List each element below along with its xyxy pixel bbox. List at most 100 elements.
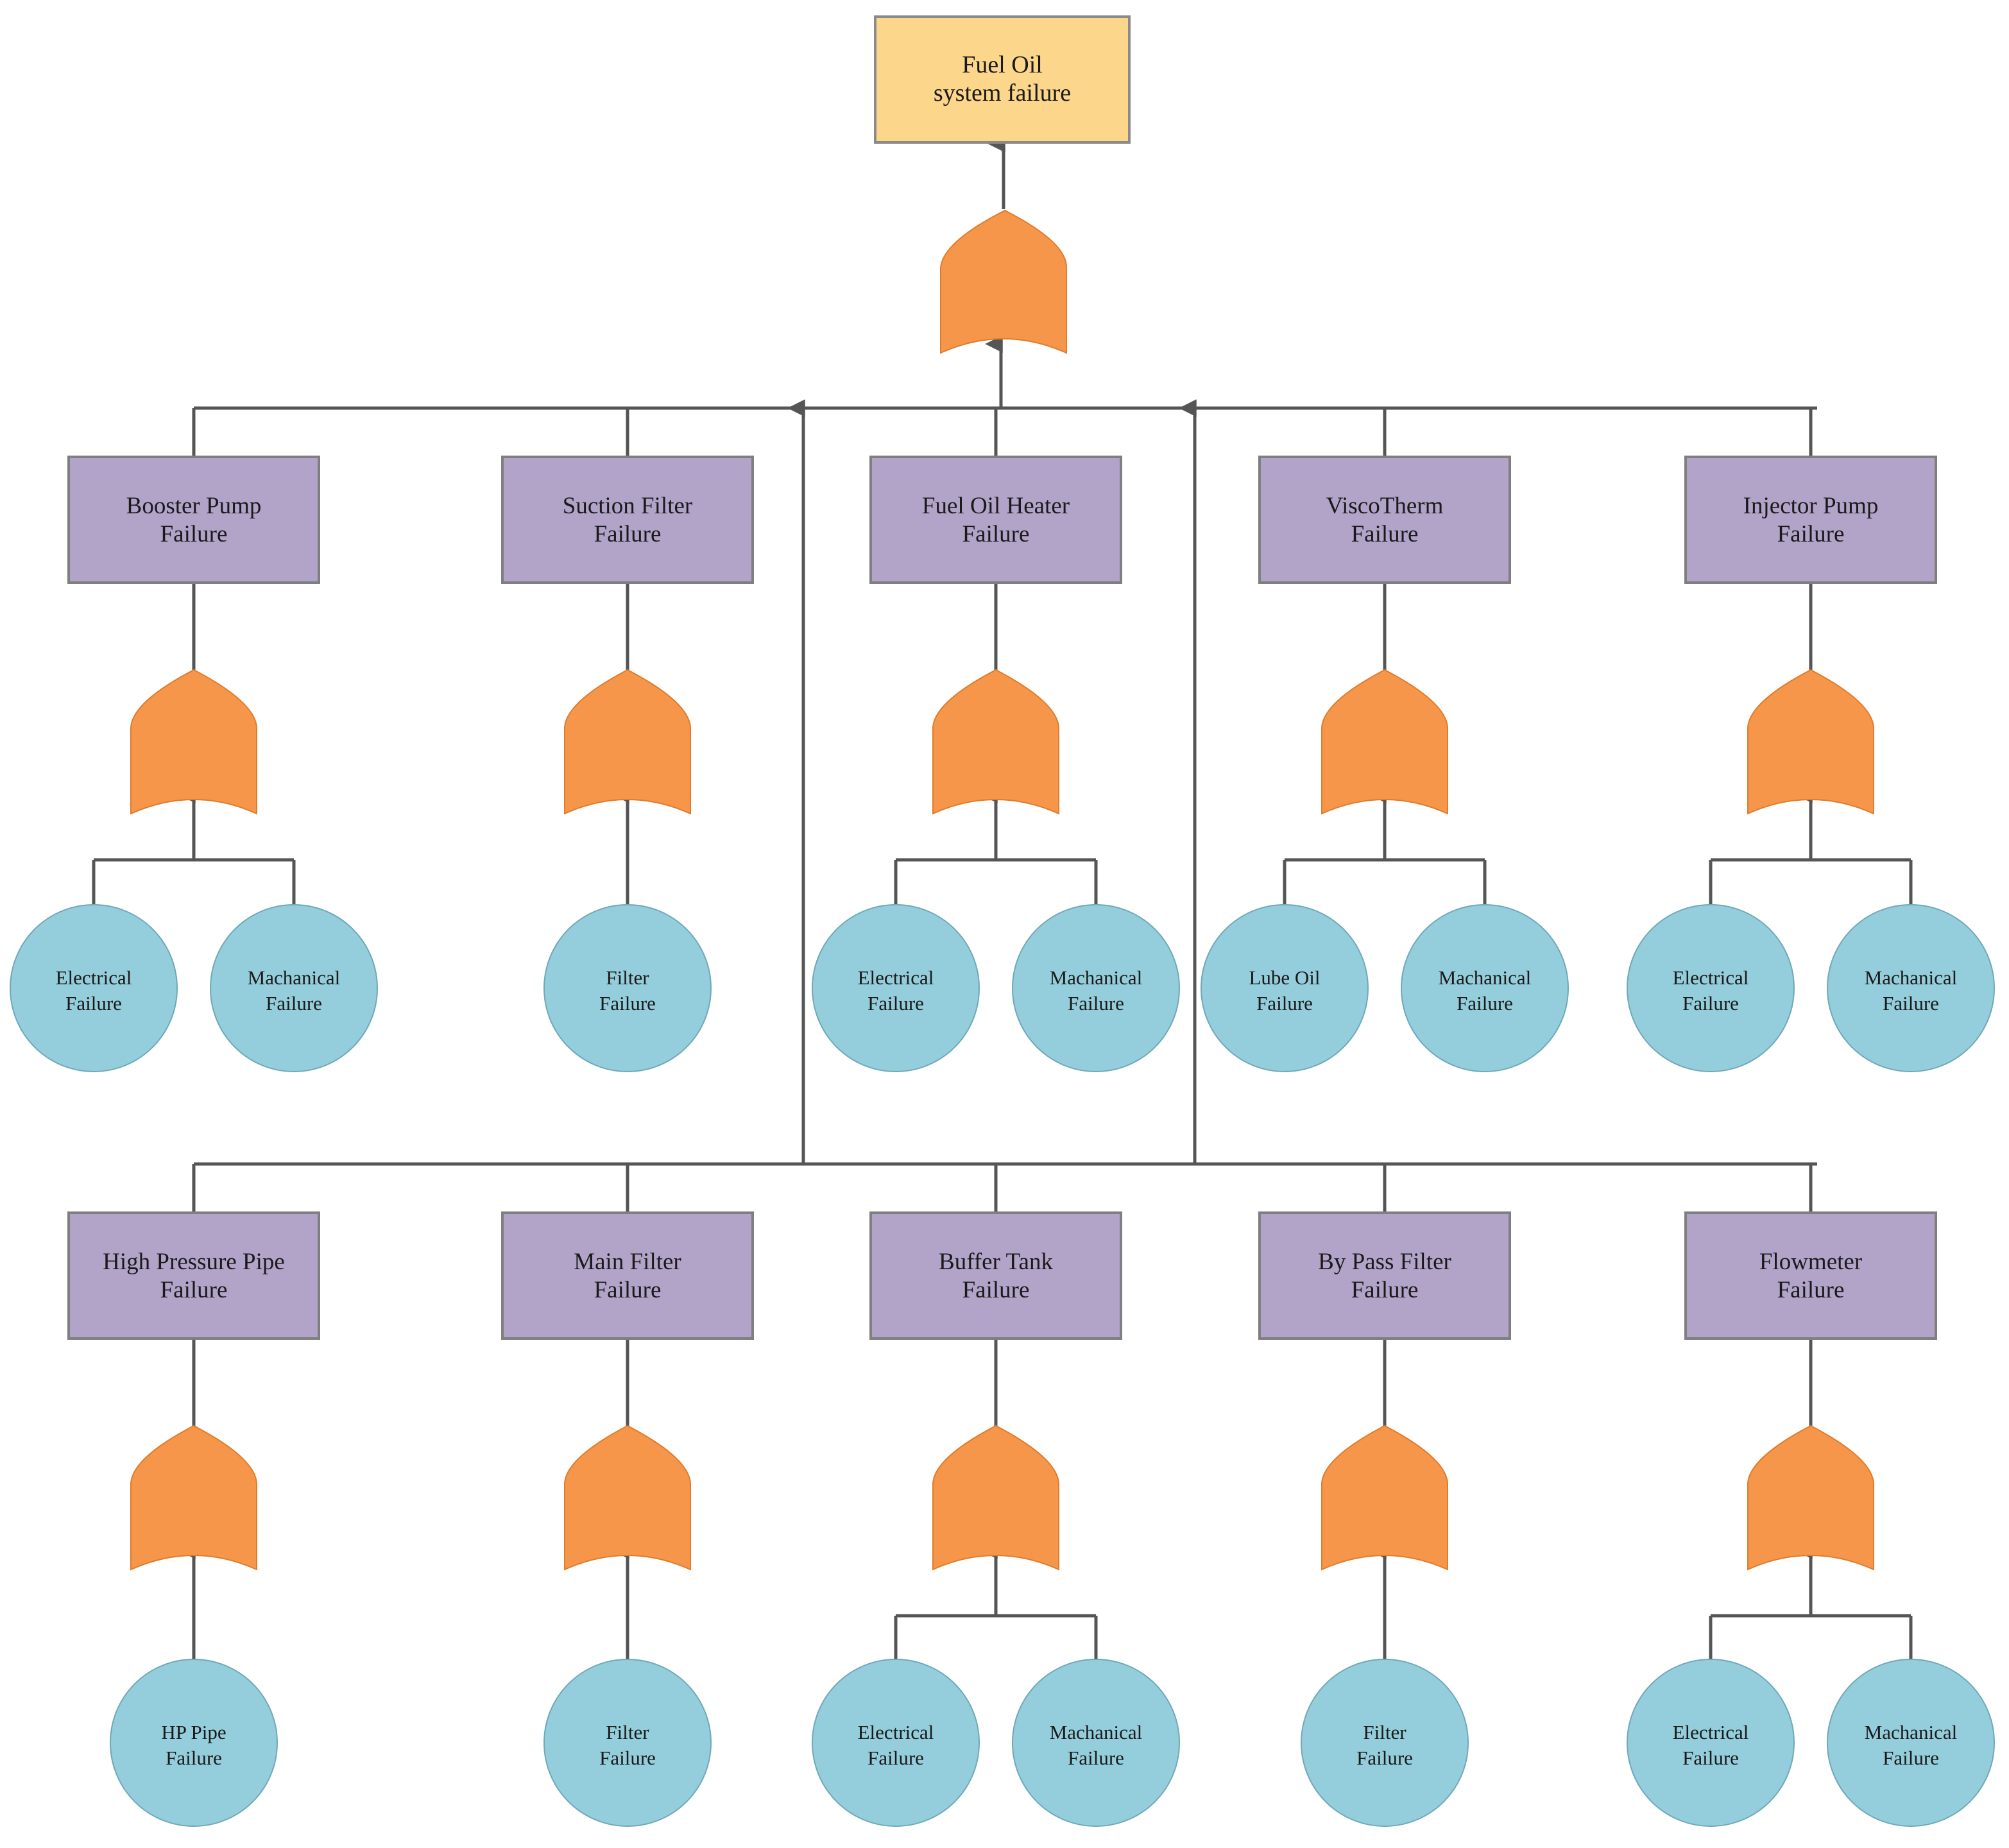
top-event-label-line2: system failure (934, 80, 1071, 107)
basic-event-circle (812, 1659, 980, 1827)
basic-event-label: Failure (266, 992, 322, 1014)
fault-tree-rows: Booster PumpFailureElectricalFailureMach… (10, 456, 1995, 1827)
intermediate-event-label: Failure (594, 521, 662, 547)
basic-event-label: HP Pipe (161, 1721, 226, 1743)
or-gate (130, 1425, 257, 1571)
basic-event-label: Lube Oil (1249, 966, 1320, 989)
basic-event-circle (1627, 1659, 1795, 1827)
intermediate-event-box (67, 1211, 320, 1340)
intermediate-event-box (1258, 1211, 1511, 1340)
basic-event-label: Failure (1068, 992, 1124, 1014)
basic-event-label: Failure (1682, 1747, 1739, 1769)
basic-event-circle (110, 1659, 278, 1827)
intermediate-event-label: By Pass Filter (1318, 1249, 1451, 1275)
intermediate-event-label: Failure (160, 521, 228, 547)
basic-event-circle (1827, 1659, 1995, 1827)
basic-event-label: Machanical (1439, 966, 1532, 989)
intermediate-event-box (869, 456, 1122, 584)
intermediate-event-box (67, 456, 320, 584)
basic-event-label: Machanical (1865, 966, 1958, 989)
intermediate-event-box (1258, 456, 1511, 584)
intermediate-event-label: Failure (1777, 521, 1845, 547)
intermediate-event-label: Suction Filter (563, 493, 692, 519)
basic-event-label: Failure (868, 1747, 924, 1769)
basic-event-label: Electrical (1673, 966, 1749, 989)
basic-event-circle (1627, 904, 1795, 1072)
intermediate-event-box (869, 1211, 1122, 1340)
basic-event-label: Machanical (1050, 966, 1143, 989)
basic-event-label: Failure (1682, 992, 1739, 1014)
or-gate (932, 669, 1059, 815)
intermediate-event-label: ViscoTherm (1326, 493, 1444, 519)
or-gate (932, 1425, 1059, 1571)
basic-event-label: Electrical (858, 966, 934, 989)
or-gate (564, 669, 691, 815)
intermediate-event-label: Failure (1777, 1277, 1845, 1303)
intermediate-event-label: Failure (160, 1277, 228, 1303)
intermediate-event-box (501, 456, 754, 584)
basic-event-label: Failure (599, 1747, 656, 1769)
intermediate-event-label: Main Filter (574, 1249, 681, 1275)
or-gate (1321, 1425, 1448, 1571)
top-or-gate (940, 209, 1068, 354)
intermediate-event-label: Failure (962, 1277, 1030, 1303)
intermediate-event-box (1684, 456, 1937, 584)
basic-event-circle (1301, 1659, 1469, 1827)
basic-event-label: Electrical (56, 966, 132, 989)
basic-event-label: Filter (606, 1721, 649, 1743)
basic-event-label: Failure (868, 992, 924, 1014)
basic-event-label: Failure (599, 992, 656, 1014)
intermediate-event-label: Failure (1351, 1277, 1419, 1303)
intermediate-event-label: Booster Pump (126, 493, 262, 519)
basic-event-label: Electrical (1673, 1721, 1749, 1743)
top-event: Fuel Oil system failure (874, 15, 1131, 144)
basic-event-circle (210, 904, 378, 1072)
intermediate-event-label: Failure (1351, 521, 1419, 547)
basic-event-label: Failure (166, 1747, 222, 1769)
basic-event-circle (1012, 1659, 1180, 1827)
basic-event-label: Machanical (1050, 1721, 1143, 1743)
basic-event-circle (1012, 904, 1180, 1072)
basic-event-circle (1401, 904, 1569, 1072)
basic-event-label: Machanical (248, 966, 341, 989)
or-gate (564, 1425, 691, 1571)
intermediate-event-label: Buffer Tank (939, 1249, 1053, 1275)
top-event-label-line1: Fuel Oil (962, 51, 1043, 78)
basic-event-label: Failure (1883, 992, 1939, 1014)
intermediate-event-box (1684, 1211, 1937, 1340)
basic-event-circle (543, 1659, 712, 1827)
intermediate-event-label: Flowmeter (1759, 1249, 1862, 1275)
or-gate (1747, 1425, 1874, 1571)
or-gate (130, 669, 257, 815)
basic-event-label: Filter (606, 966, 649, 989)
top-event-box (874, 15, 1131, 144)
connector-lines (92, 135, 1913, 1659)
intermediate-event-label: Fuel Oil Heater (922, 493, 1070, 519)
basic-event-circle (10, 904, 178, 1072)
intermediate-event-box (501, 1211, 754, 1340)
basic-event-label: Failure (65, 992, 122, 1014)
